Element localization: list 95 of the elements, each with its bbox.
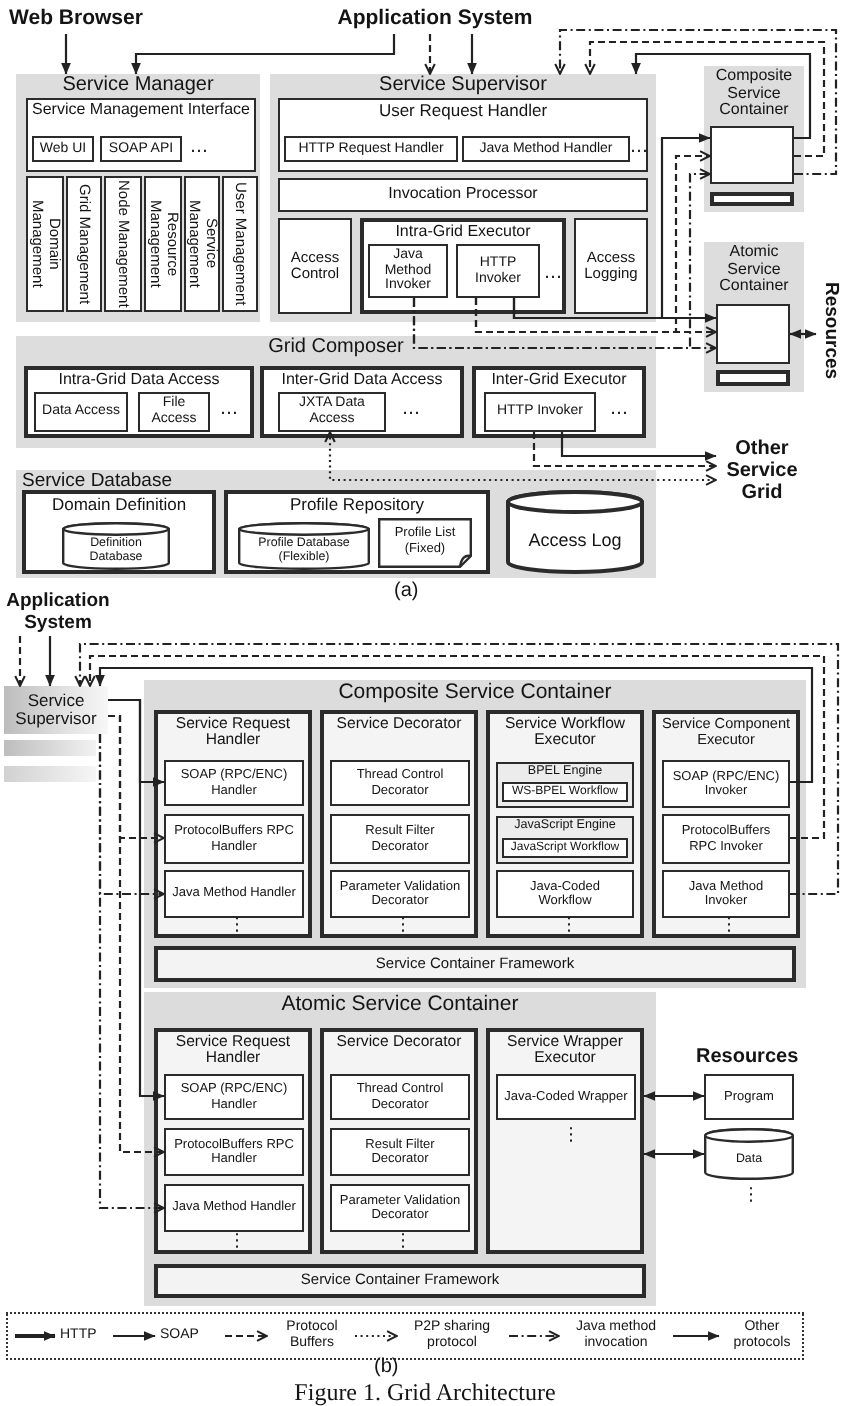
arrow [98, 734, 165, 1214]
component-group [26, 98, 256, 172]
group-title: Grid Composer [268, 338, 404, 360]
double-arrow [324, 431, 717, 486]
group-title: Service Database [22, 472, 172, 493]
group-title: Service Supervisor [379, 76, 547, 98]
ellipsis: ⋮ [742, 1188, 760, 1206]
component-column [652, 710, 800, 938]
ellipsis: … [220, 402, 238, 420]
layer-panel [16, 470, 656, 578]
group-title: Atomic Service Container [717, 244, 791, 296]
subfigure-label: (a) [394, 582, 419, 602]
double-arrow [789, 328, 817, 340]
ellipsis: ⋮ [394, 918, 412, 936]
container-panel [144, 992, 656, 1306]
group-title: Composite Service Container [713, 68, 795, 120]
external-entity-label: Application System [320, 4, 550, 34]
arrow [630, 52, 812, 140]
arrow [554, 28, 838, 176]
arrow [14, 636, 26, 687]
arrow [466, 34, 478, 75]
component-column [320, 710, 478, 938]
arrow [512, 298, 717, 324]
ellipsis: ⋮ [394, 1234, 412, 1252]
container-panel [704, 66, 804, 212]
database-cylinder: Access Log [506, 490, 644, 574]
ellipsis: … [544, 266, 562, 284]
ellipsis: ⋮ [228, 1234, 246, 1252]
group-title: Service Management Interface [32, 102, 250, 120]
component-group [24, 366, 254, 438]
group-title: Inter-Grid Data Access [281, 372, 443, 390]
component-column [320, 1028, 478, 1254]
ellipsis: ⋮ [228, 918, 246, 936]
group-heading: Resources [696, 1048, 799, 1068]
group-title: Service Manager [62, 76, 214, 98]
group-title: User Request Handler [378, 102, 548, 121]
group-title: Composite Service Container [338, 682, 612, 705]
arrow [108, 714, 165, 1158]
component-group [260, 366, 464, 438]
double-arrow [643, 1090, 705, 1102]
engine-box [496, 816, 634, 864]
container-panel [704, 242, 804, 392]
ellipsis: … [610, 402, 628, 420]
blank-bar [716, 370, 790, 386]
component-group [360, 218, 566, 314]
arrow [560, 432, 717, 462]
ellipsis: ⋮ [562, 1128, 580, 1146]
figure-caption: Figure 1. Grid Architecture [294, 1380, 556, 1404]
arrow [94, 666, 814, 784]
external-entity-label: Resources [816, 276, 844, 384]
component-column [154, 1028, 312, 1254]
ellipsis: ⋮ [560, 918, 578, 936]
arrow [108, 698, 165, 1102]
arrow [60, 34, 72, 75]
ellipsis: ⋮ [720, 918, 738, 936]
group-title: Intra-Grid Data Access [58, 372, 220, 390]
engine-box [496, 762, 634, 808]
arrow [130, 34, 396, 75]
arrow [532, 432, 717, 472]
arrow [474, 298, 717, 338]
external-entity-label: Web Browser [0, 4, 152, 34]
ellipsis: … [630, 140, 648, 158]
component-group [22, 490, 216, 574]
external-entity-label: Other Service Grid [716, 436, 808, 504]
arrow [412, 298, 717, 354]
subfigure-label: (b) [374, 1358, 399, 1378]
arrow [424, 34, 436, 75]
ellipsis: … [190, 140, 208, 158]
layer-panel [16, 336, 656, 448]
container-panel [144, 680, 806, 988]
blank-box [716, 304, 790, 364]
external-entity-label: Application System [0, 590, 116, 636]
component-column [486, 1028, 644, 1254]
blank-box [710, 126, 794, 184]
supervisor-box: Service Supervisor [4, 686, 108, 734]
layer-panel [16, 74, 260, 322]
component-box: Invocation Processor [278, 178, 648, 212]
blank-bar [710, 192, 794, 206]
double-arrow [643, 1148, 705, 1160]
component-group [472, 366, 646, 438]
arrow [74, 642, 840, 896]
group-title: Intra-Grid Executor [395, 224, 531, 242]
component-group [224, 490, 490, 574]
group-title: Domain Definition [51, 496, 187, 515]
arrow [84, 654, 826, 840]
arrow [44, 636, 56, 687]
arrow [584, 40, 826, 158]
group-title: Inter-Grid Executor [491, 372, 627, 390]
component-column [154, 710, 312, 938]
group-title: Profile Repository [289, 496, 425, 515]
component-column [486, 710, 644, 938]
component-group [278, 98, 648, 172]
layer-panel [270, 74, 656, 322]
ellipsis: … [402, 402, 420, 420]
group-title: Atomic Service Container [281, 994, 519, 1017]
